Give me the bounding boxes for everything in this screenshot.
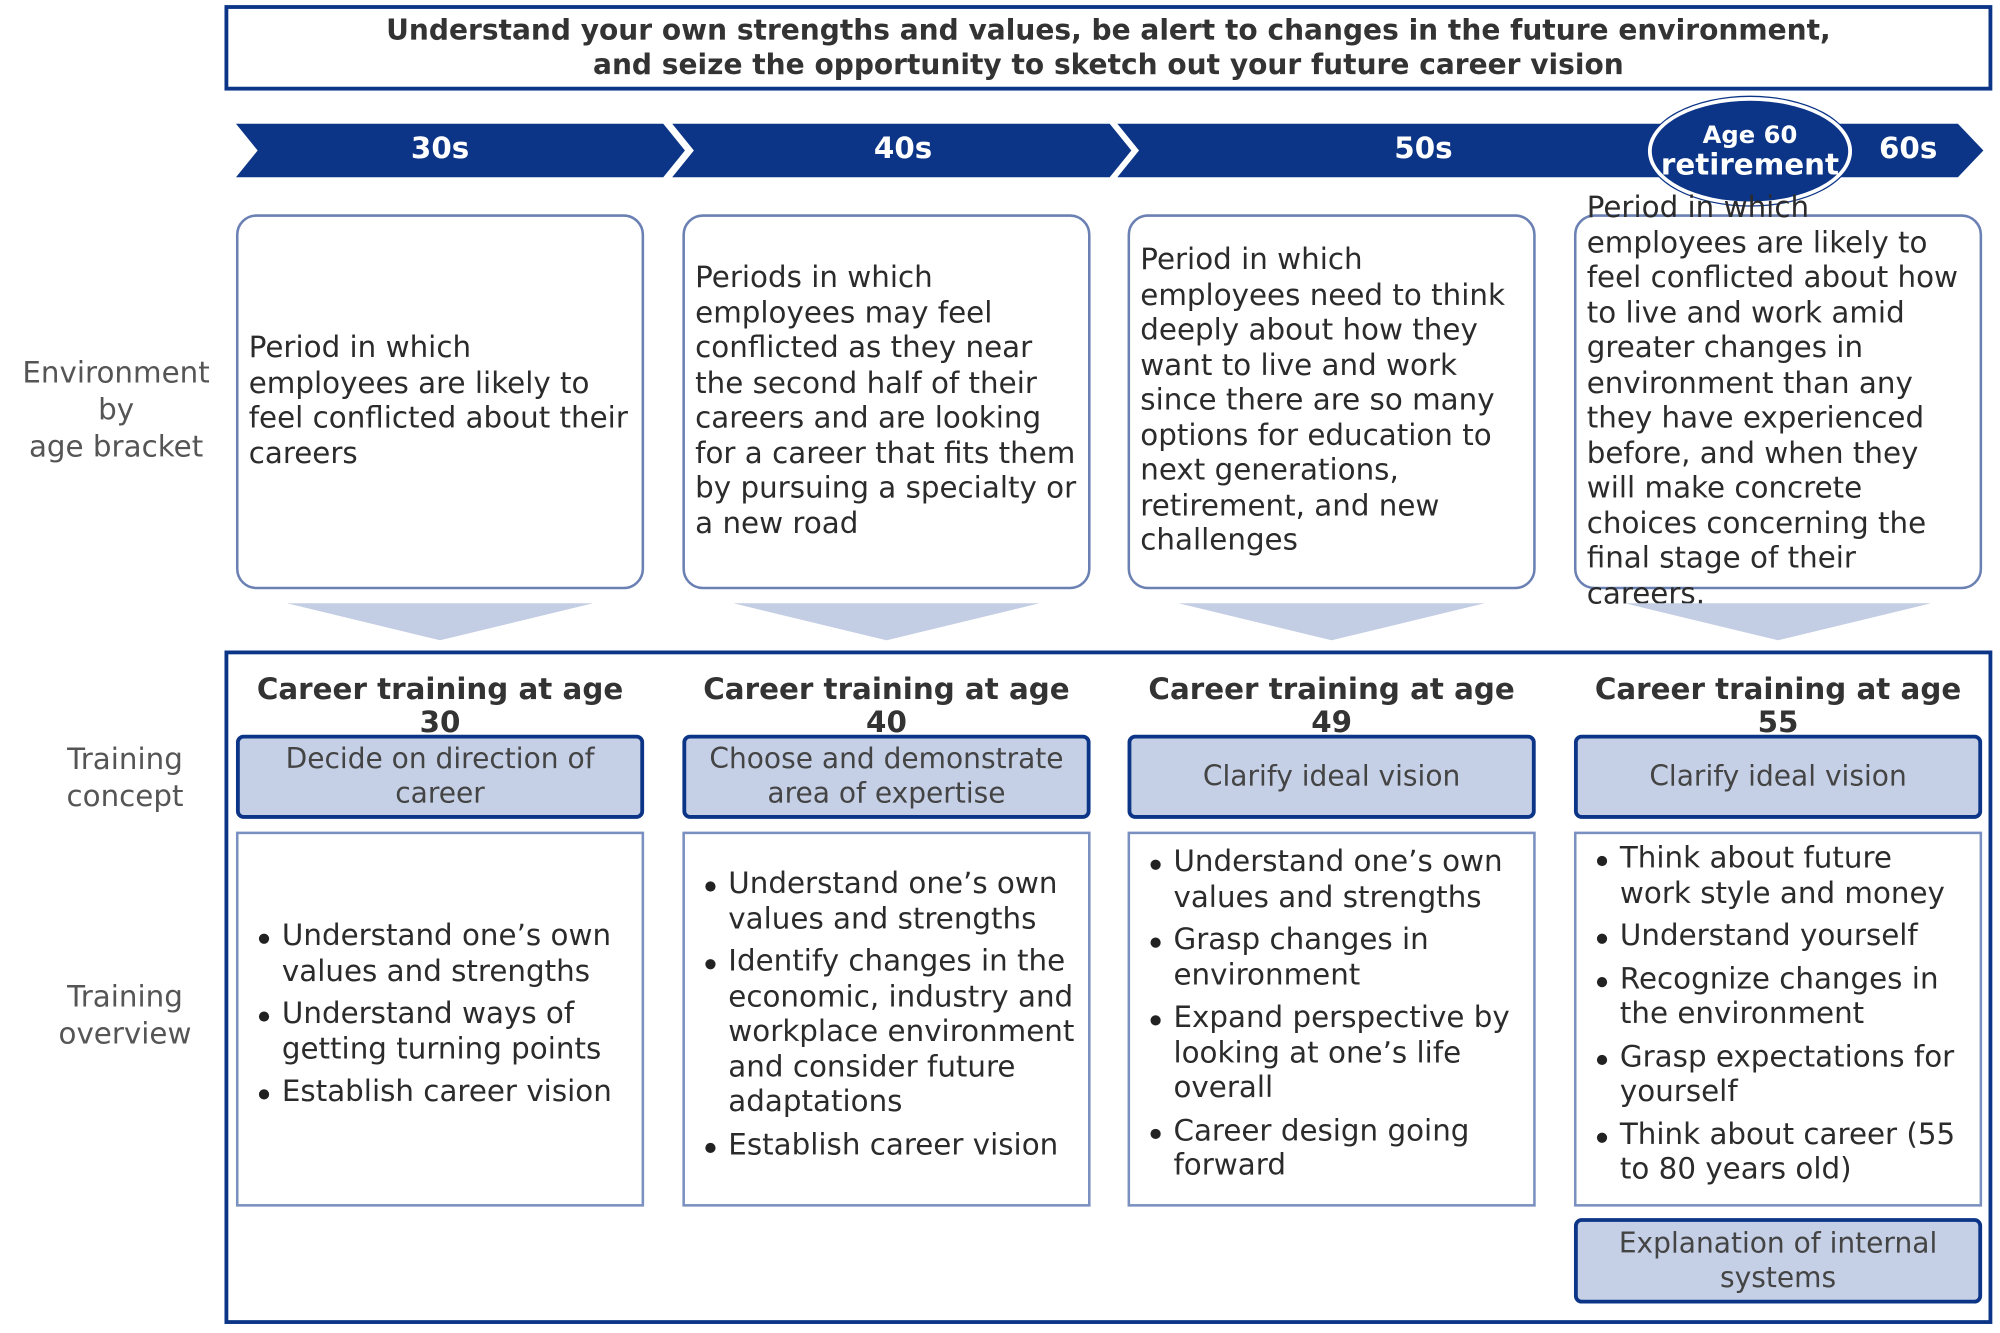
down-arrow-icon: [1178, 603, 1485, 641]
environment-box: Period in which employees are likely to …: [235, 214, 645, 590]
overview-item: Understand one’s own values and strength…: [703, 867, 1075, 937]
overview-item: Understand one’s own values and strength…: [256, 920, 628, 990]
internal-systems-box: Explanation of internal systems: [1573, 1218, 1983, 1304]
timeline-label-30s: 30s: [410, 132, 470, 166]
down-arrow-icon: [286, 603, 594, 641]
down-arrow-icon: [733, 603, 1040, 641]
environment-text: Period in which employees need to think …: [1140, 243, 1505, 558]
environment-text: Periods in which employees may feel conf…: [695, 261, 1077, 541]
training-concept-text: Decide on direction of career: [285, 743, 595, 810]
environment-text: Period in which employees are likely to …: [1586, 191, 1959, 611]
training-concept-text: Clarify ideal vision: [1649, 760, 1907, 793]
timeline-label-50s: 50s: [1394, 132, 1453, 166]
overview-item: Establish career vision: [703, 1128, 1075, 1163]
environment-text: Period in which employees are likely to …: [248, 331, 628, 471]
training-overview-box: Understand one’s own values and strength…: [682, 831, 1091, 1207]
overview-item: Establish career vision: [256, 1076, 628, 1111]
row-label-line: age bracket: [28, 431, 204, 465]
row-label-environment: Environment by age bracket: [0, 356, 232, 467]
overview-item: Think about career (55 to 80 years old): [1594, 1118, 1966, 1188]
overview-list: Understand one’s own values and strength…: [256, 920, 628, 1118]
training-heading: Career training at age 55: [1594, 673, 1962, 740]
overview-item: Expand perspective by looking at one’s l…: [1148, 1002, 1520, 1107]
training-concept-box: Decide on direction of career: [235, 734, 645, 819]
banner-line-2: and seize the opportunity to sketch out …: [593, 49, 1624, 81]
overview-item: Grasp expectations for yourself: [1594, 1040, 1966, 1110]
overview-item: Identify changes in the economic, indust…: [703, 945, 1075, 1120]
row-label-line: Training: [67, 980, 183, 1015]
banner: Understand your own strengths and values…: [224, 5, 1993, 91]
overview-list: Understand one’s own values and strength…: [1148, 846, 1520, 1192]
timeline-label-60s: 60s: [1879, 132, 1938, 166]
row-label-line: Environment by: [22, 357, 210, 428]
retirement-milestone: Age 60 retirement: [1647, 96, 1853, 206]
training-concept-box: Clarify ideal vision: [1573, 734, 1983, 819]
row-label-overview: Training overview: [0, 980, 250, 1054]
environment-box: Periods in which employees may feel conf…: [682, 214, 1091, 590]
overview-item: Recognize changes in the environment: [1594, 963, 1966, 1033]
overview-item: Understand yourself: [1594, 920, 1966, 955]
milestone-line-2: retirement: [1660, 148, 1840, 182]
training-concept-box: Choose and demonstrate area of expertise: [682, 734, 1091, 819]
internal-systems-text: Explanation of internal systems: [1618, 1227, 1938, 1294]
training-heading: Career training at age 30: [256, 673, 624, 740]
environment-box: Period in which employees are likely to …: [1573, 191, 1983, 610]
timeline-label-40s: 40s: [873, 132, 933, 166]
chevron-40s: [672, 123, 1132, 178]
row-label-line: concept: [66, 780, 184, 814]
row-label-line: overview: [58, 1017, 192, 1052]
row-label-concept: Training concept: [0, 742, 250, 816]
training-heading: Career training at age 40: [703, 673, 1070, 740]
training-overview-box: Understand one’s own values and strength…: [235, 831, 645, 1207]
training-frame: [224, 650, 1993, 1324]
chevron-30s: [235, 123, 685, 178]
environment-box: Period in which employees need to think …: [1127, 214, 1536, 590]
milestone-line-1: Age 60: [1702, 120, 1798, 149]
training-concept-text: Choose and demonstrate area of expertise: [709, 743, 1064, 810]
row-label-line: Training: [67, 743, 183, 777]
banner-line-1: Understand your own strengths and values…: [386, 14, 1831, 47]
training-concept-text: Clarify ideal vision: [1202, 760, 1461, 793]
down-arrow-icon: [1624, 603, 1932, 641]
overview-item: Understand one’s own values and strength…: [1148, 846, 1520, 916]
training-overview-box: Understand one’s own values and strength…: [1127, 831, 1536, 1207]
chevron-50s-60s: [1117, 123, 1984, 178]
overview-item: Think about future work style and money: [1594, 842, 1966, 912]
overview-item: Understand ways of getting turning point…: [256, 998, 628, 1068]
overview-list: Understand one’s own values and strength…: [703, 867, 1075, 1171]
training-heading: Career training at age 49: [1148, 673, 1515, 740]
overview-item: Career design going forward: [1148, 1114, 1520, 1184]
overview-item: Grasp changes in environment: [1148, 924, 1520, 994]
training-concept-box: Clarify ideal vision: [1127, 734, 1536, 819]
